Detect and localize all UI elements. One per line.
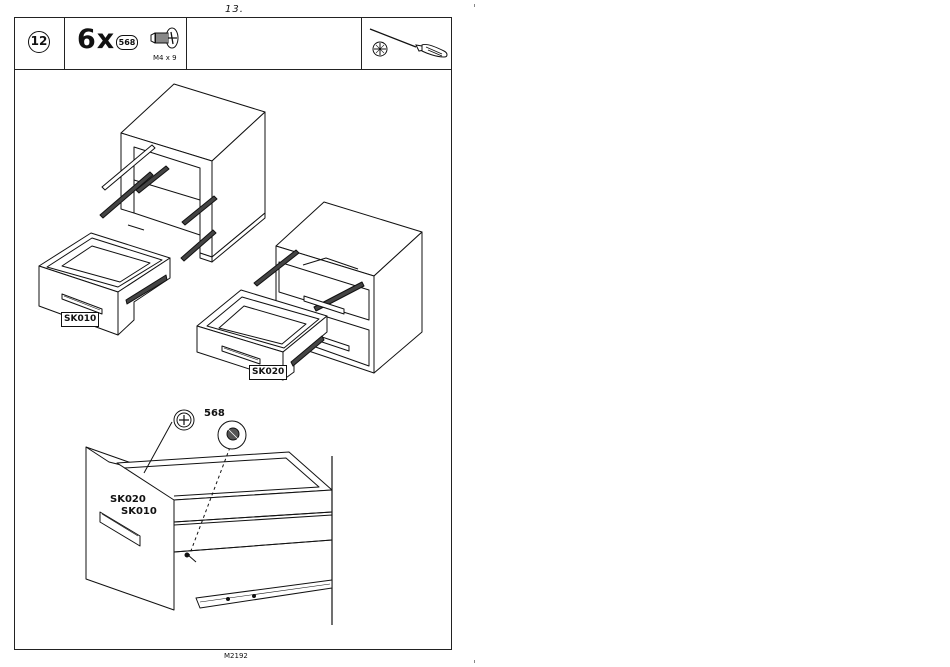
margin-tick bbox=[474, 660, 475, 663]
drawer-rail-detail bbox=[86, 410, 332, 625]
hardware-part-number: 568 bbox=[116, 35, 138, 50]
screw-callout-label: 568 bbox=[204, 408, 225, 419]
detail-label-sk010: SK010 bbox=[121, 506, 157, 517]
step-number: 12 bbox=[28, 31, 50, 53]
detail-label-sk020: SK020 bbox=[110, 494, 146, 505]
tool-illustration bbox=[362, 17, 452, 70]
hardware-cell: 6x 568 M4 x 9 bbox=[65, 17, 187, 70]
margin-tick bbox=[474, 4, 475, 7]
label-sk010: SK010 bbox=[61, 312, 99, 327]
screw-spec: M4 x 9 bbox=[153, 54, 177, 62]
screw-icon bbox=[147, 23, 181, 53]
page-number: 13. bbox=[225, 4, 244, 15]
screwdriver-icon bbox=[370, 29, 447, 57]
label-sk020: SK020 bbox=[249, 365, 287, 380]
tool-cell bbox=[362, 17, 452, 70]
phillips-bit-icon bbox=[373, 42, 387, 56]
drawer-sk010 bbox=[39, 233, 170, 335]
document-code: M2192 bbox=[224, 652, 248, 660]
notes-cell bbox=[187, 17, 362, 70]
hardware-quantity: 6x bbox=[77, 24, 115, 55]
cabinet-open bbox=[100, 84, 265, 262]
step-header: 12 6x 568 M4 x 9 bbox=[14, 17, 452, 70]
step-number-cell: 12 bbox=[14, 17, 65, 70]
assembly-diagram bbox=[14, 70, 452, 650]
